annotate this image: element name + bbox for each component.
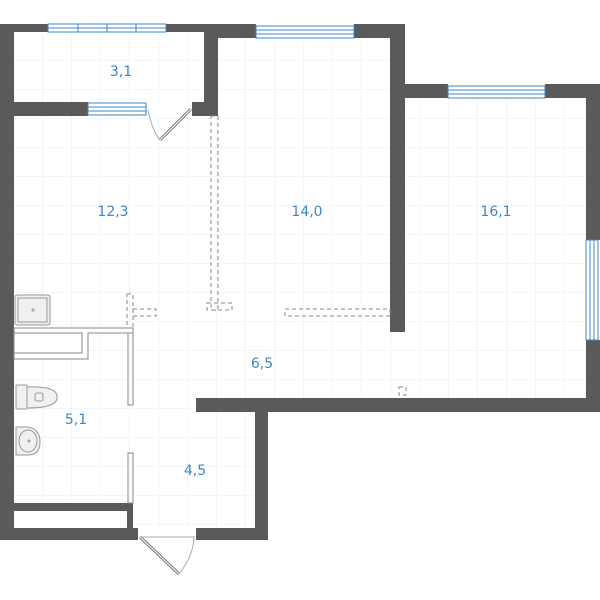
doors [138, 107, 195, 576]
room-area-room-2: 16,1 [480, 204, 511, 220]
dashed-partitions [126, 115, 407, 396]
toilet-icon [15, 384, 58, 410]
room-area-balcony: 3,1 [110, 64, 132, 80]
room-area-corridor: 6,5 [251, 356, 273, 372]
room-area-kitchen: 12,3 [97, 204, 128, 220]
floor-grid [14, 32, 586, 528]
window-room-2-top [447, 85, 546, 99]
room-area-room-1: 14,0 [291, 204, 322, 220]
window-room-2-side [585, 239, 599, 341]
walls [0, 24, 600, 540]
window-room-1 [255, 25, 355, 39]
windows [47, 23, 599, 341]
room-area-hall: 4,5 [184, 463, 206, 479]
room-labels: 3,1 12,3 14,0 16,1 6,5 5,1 4,5 [65, 64, 512, 479]
balcony-door [147, 107, 193, 142]
window-kitchen-balcony [87, 102, 147, 116]
sink-icon [14, 294, 51, 326]
window-balcony-top [47, 23, 167, 33]
bidet-icon [15, 426, 41, 456]
room-area-bathroom: 5,1 [65, 412, 87, 428]
partitions [13, 327, 134, 504]
fixtures [14, 294, 58, 456]
entrance-door [138, 535, 195, 576]
